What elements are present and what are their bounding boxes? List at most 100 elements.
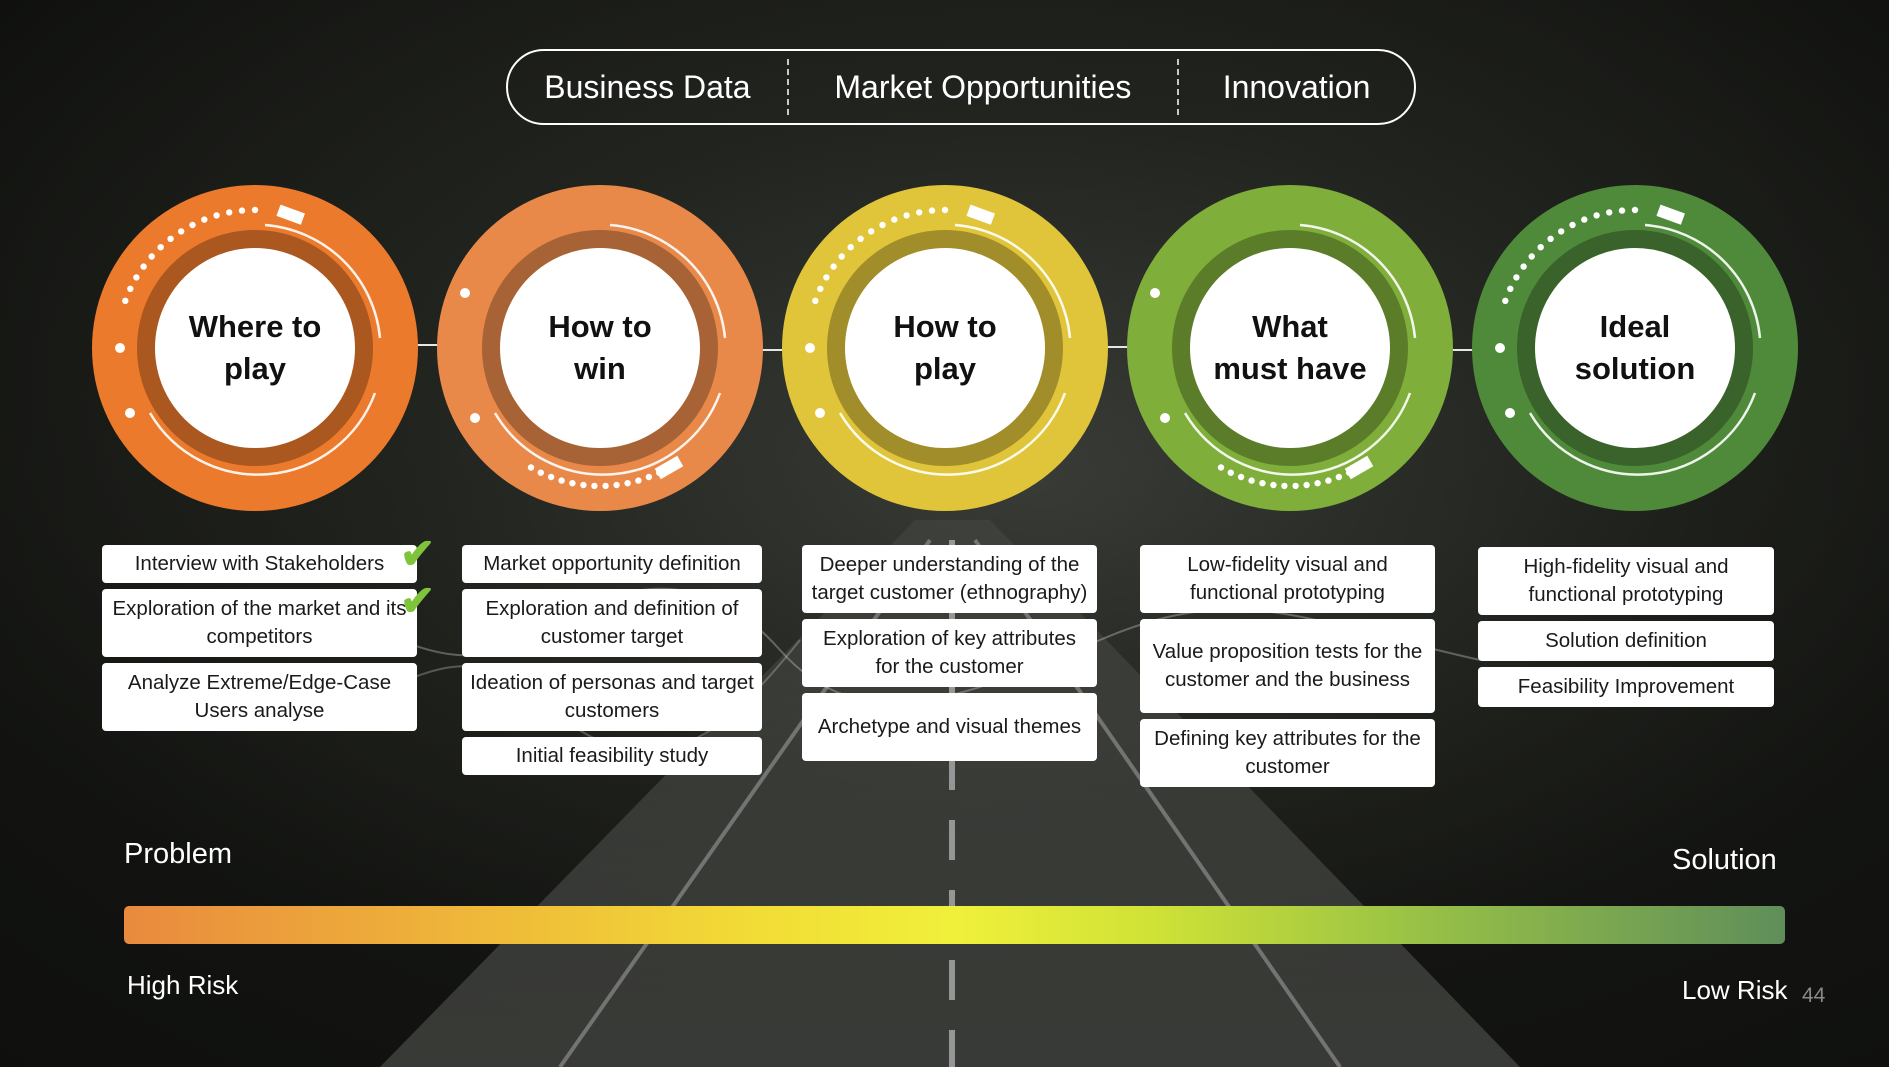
phase-business-data: Business Data xyxy=(544,68,751,105)
ring-dot xyxy=(1270,481,1277,489)
low-risk-label: Low Risk xyxy=(1682,975,1788,1005)
ring-arc xyxy=(954,223,1072,339)
activity-box: Ideation of personas and target customer… xyxy=(462,663,762,731)
ring-endpoint xyxy=(815,408,825,418)
center-disc xyxy=(845,248,1045,448)
ring-dot xyxy=(1281,482,1288,490)
ring-arc xyxy=(609,223,727,339)
ring-dot xyxy=(580,481,587,489)
ring-dot xyxy=(635,477,642,484)
ring-dot xyxy=(868,228,875,235)
ring-dot xyxy=(1502,297,1509,304)
ring-dot xyxy=(1569,221,1576,229)
ring-dot xyxy=(537,469,544,476)
ring-dot xyxy=(830,263,837,270)
stage-ring xyxy=(437,185,763,511)
ring-dot xyxy=(201,216,208,223)
activity-box: Exploration of the market and its compet… xyxy=(102,589,417,657)
ring-endpoint xyxy=(1150,288,1160,298)
ring-dot xyxy=(527,464,535,471)
activity-box: Feasibility Improvement xyxy=(1478,667,1774,707)
high-risk-label: High Risk xyxy=(127,970,239,1000)
ring-dot xyxy=(558,477,565,484)
activity-box: Defining key attributes for the customer xyxy=(1140,719,1435,787)
ring-dot xyxy=(1558,228,1565,235)
ring-marker xyxy=(276,204,305,225)
ring-marker xyxy=(1656,204,1685,225)
center-disc xyxy=(1190,248,1390,448)
ring-dot xyxy=(1259,480,1266,487)
activity-box: Value proposition tests for the customer… xyxy=(1140,619,1435,713)
center-disc xyxy=(1535,248,1735,448)
phase-market-opportunities: Market Opportunities xyxy=(834,68,1132,105)
ring-dot xyxy=(1631,206,1639,214)
ring-dot xyxy=(547,473,555,481)
ring-marker xyxy=(1344,455,1374,480)
activity-box: Interview with Stakeholders xyxy=(102,545,417,583)
ring-arc xyxy=(838,392,1067,476)
ring-dot xyxy=(928,207,936,214)
activity-box: High-fidelity visual and functional prot… xyxy=(1478,547,1774,615)
stage-what-must-have-activities: Low-fidelity visual and functional proto… xyxy=(1140,545,1435,793)
ring-dot xyxy=(1593,212,1600,219)
ring-dot xyxy=(903,212,910,219)
ring-dot xyxy=(251,206,259,214)
ring-dot xyxy=(1292,482,1299,490)
ring-dot xyxy=(1528,253,1535,260)
ring-dot xyxy=(1581,216,1588,223)
activity-box: Deeper understanding of the target custo… xyxy=(802,545,1097,613)
ring-endpoint xyxy=(1505,408,1515,418)
check-icon: ✔ xyxy=(400,577,436,624)
ring-arc xyxy=(1528,392,1757,476)
ring-dot xyxy=(1507,285,1514,292)
ring-dot xyxy=(645,473,653,481)
ring-dot xyxy=(133,274,140,281)
phase-innovation: Innovation xyxy=(1222,68,1371,105)
ring-endpoint xyxy=(1495,343,1505,353)
activity-box: Solution definition xyxy=(1478,621,1774,661)
ring-dot xyxy=(812,297,819,304)
activity-box: Exploration of key attributes for the cu… xyxy=(802,619,1097,687)
center-disc xyxy=(500,248,700,448)
ring-dot xyxy=(178,228,185,235)
ring-dot xyxy=(167,235,174,242)
ring-dot xyxy=(1513,274,1520,281)
ring-dot xyxy=(1227,469,1234,476)
stage-ring xyxy=(1472,185,1798,511)
ring-dot xyxy=(1217,464,1225,471)
ring-dot xyxy=(857,235,864,242)
ring-dot xyxy=(916,209,923,216)
phase-divider xyxy=(786,59,789,115)
ring-endpoint xyxy=(460,288,470,298)
ring-dot xyxy=(879,221,886,229)
ring-arc xyxy=(493,392,722,476)
ring-dot xyxy=(189,221,196,229)
ring-dot xyxy=(1248,477,1255,484)
ring-dot xyxy=(127,285,134,292)
activity-box: Initial feasibility study xyxy=(462,737,762,775)
ring-dot xyxy=(891,216,898,223)
activity-box: Exploration and definition of customer t… xyxy=(462,589,762,657)
ring-dot xyxy=(613,481,620,489)
ring-marker xyxy=(966,204,995,225)
ring-endpoint xyxy=(115,343,125,353)
ring-endpoint xyxy=(125,408,135,418)
ring-arc xyxy=(148,392,377,476)
ring-dot xyxy=(847,244,854,251)
problem-label: Problem xyxy=(124,838,232,870)
ring-endpoint xyxy=(805,343,815,353)
page-number: 44 xyxy=(1802,984,1826,1007)
stage-ring xyxy=(1127,185,1453,511)
center-disc xyxy=(155,248,355,448)
ring-marker xyxy=(654,455,684,480)
ring-endpoint xyxy=(470,413,480,423)
ring-dot xyxy=(1314,480,1321,487)
stage-how-to-win-activities: Market opportunity definition Exploratio… xyxy=(462,545,762,781)
stage-how-to-play-activities: Deeper understanding of the target custo… xyxy=(802,545,1097,767)
